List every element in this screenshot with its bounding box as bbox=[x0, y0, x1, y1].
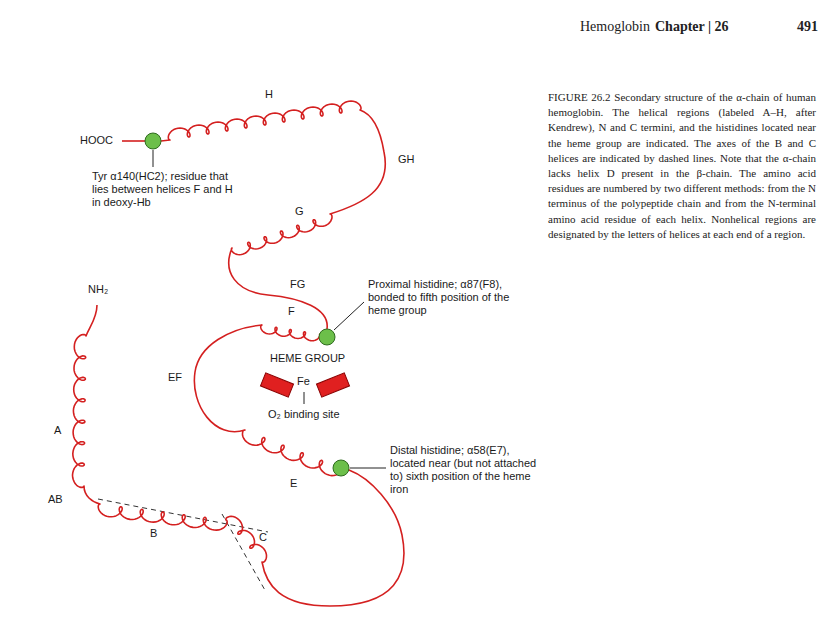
helix-label: A bbox=[54, 424, 61, 437]
page-header: Chapter | 26 bbox=[655, 20, 729, 33]
heme-label: HEME GROUP bbox=[270, 352, 345, 365]
leader-line bbox=[350, 468, 386, 469]
helix-label: C bbox=[259, 531, 267, 544]
tyrosine-residue bbox=[145, 133, 161, 149]
page-header: Hemoglobin bbox=[580, 20, 650, 33]
site-label: O₂ binding site bbox=[268, 408, 340, 421]
helix-label: B bbox=[150, 527, 157, 540]
residue-note: Proximal histidine; α87(F8), bonded to f… bbox=[368, 278, 533, 317]
fe-o2-line bbox=[304, 392, 305, 404]
leader-line bbox=[153, 150, 154, 167]
residue-note: Distal histidine; α58(E7), located near … bbox=[390, 444, 545, 496]
helix-label: F bbox=[288, 305, 295, 318]
leader-line bbox=[334, 302, 364, 330]
page-number: 491 bbox=[797, 20, 818, 33]
region-label: EF bbox=[168, 371, 182, 384]
helix-label: G bbox=[295, 205, 304, 218]
terminus-label: NH₂ bbox=[88, 283, 108, 296]
c-helix-axis bbox=[222, 514, 266, 592]
heme-plane bbox=[316, 373, 349, 397]
region-label: AB bbox=[48, 493, 63, 506]
region-label: FG bbox=[290, 278, 305, 291]
helix-label: H bbox=[265, 88, 273, 101]
helix-label: E bbox=[290, 477, 297, 490]
c-terminus-line bbox=[122, 140, 146, 142]
polypeptide-chain bbox=[73, 101, 404, 606]
distal-histidine bbox=[333, 460, 349, 476]
residue-note: Tyr α140(HC2); residue that lies between… bbox=[92, 170, 242, 209]
terminus-label: HOOC bbox=[80, 134, 113, 147]
region-label: GH bbox=[398, 153, 415, 166]
atom-label: Fe bbox=[297, 375, 310, 388]
heme-plane bbox=[260, 373, 293, 397]
figure-caption: FIGURE 26.2 Secondary structure of the α… bbox=[548, 90, 816, 242]
proximal-histidine bbox=[319, 329, 335, 345]
